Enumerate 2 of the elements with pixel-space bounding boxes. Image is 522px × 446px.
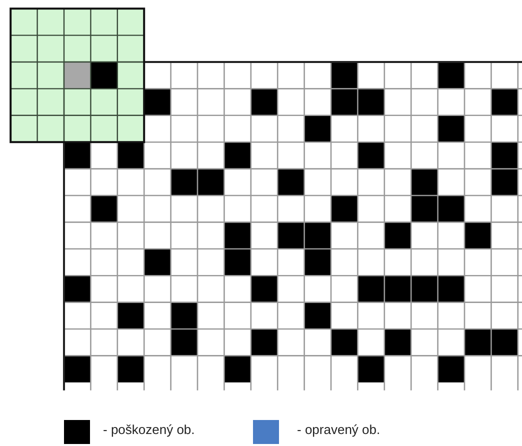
legend-label: - poškozený ob.: [103, 422, 195, 437]
legend-label: - opravený ob.: [297, 422, 380, 437]
